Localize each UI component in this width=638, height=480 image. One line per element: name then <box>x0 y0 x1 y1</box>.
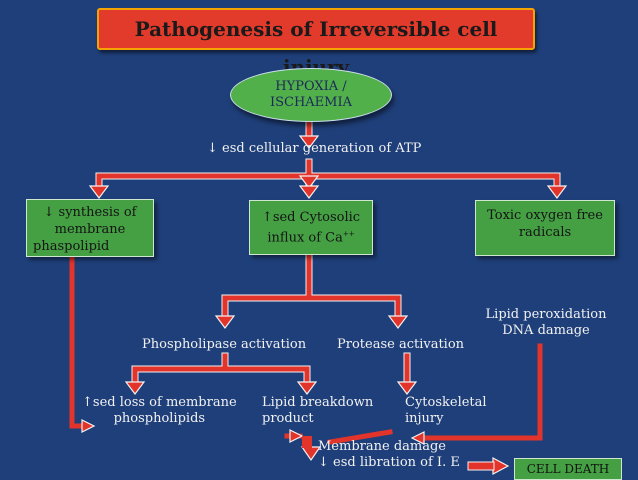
lipid-breakdown-line-2: product <box>262 411 314 426</box>
protease-activation-text: Protease activation <box>337 337 465 352</box>
oxygen-radicals-line-2: radicals <box>518 225 572 240</box>
page-title: Pathogenesis of Irreversible cell injury <box>97 8 535 79</box>
membrane-synthesis-line-3: phaspolipid <box>33 239 110 254</box>
membrane-loss-text: ↑sed loss of membrane phospholipids <box>82 395 237 427</box>
cytoskeletal-injury-line-1: Cytoskeletal <box>405 395 487 410</box>
atp-text: ↓ esd cellular generation of ATP <box>207 141 422 156</box>
hypoxia-line-1: HYPOXIA / <box>275 79 347 94</box>
lipid-peroxidation-text: Lipid peroxidation DNA damage <box>480 307 612 339</box>
membrane-synthesis-line-2: membrane <box>54 222 126 237</box>
calcium-influx-line-2: influx of Ca++ <box>250 226 372 246</box>
cytoskeletal-injury-line-2: injury <box>405 411 444 426</box>
membrane-damage-line-2: ↓ esd libration of I. E <box>318 455 460 470</box>
hypoxia-node: HYPOXIA / ISCHAEMIA <box>230 68 392 122</box>
calcium-influx-line-1: ↑sed Cytosolic <box>261 210 361 225</box>
membrane-loss-line-2: phospholipids <box>113 411 206 426</box>
cytoskeletal-injury-text: Cytoskeletal injury <box>405 395 487 427</box>
lipid-peroxidation-line-1: Lipid peroxidation <box>485 307 607 322</box>
membrane-damage-line-1: Membrane damage <box>318 439 446 454</box>
membrane-loss-line-1: ↑sed loss of membrane <box>82 395 237 410</box>
lipid-peroxidation-line-2: DNA damage <box>502 323 590 338</box>
membrane-synthesis-line-1: ↓ synthesis of <box>43 205 137 220</box>
oxygen-radicals-box: Toxic oxygen free radicals <box>475 200 615 256</box>
calcium-charge: ++ <box>342 230 355 238</box>
calcium-influx-box: ↑sed Cytosolic influx of Ca++ <box>249 200 373 255</box>
lipid-breakdown-line-1: Lipid breakdown <box>262 395 374 410</box>
oxygen-radicals-line-1: Toxic oxygen free <box>487 208 603 223</box>
calcium-influx-text: influx of Ca <box>267 230 343 246</box>
membrane-damage-text: Membrane damage ↓ esd libration of I. E <box>318 439 460 471</box>
membrane-synthesis-box: ↓ synthesis of membrane phaspolipid <box>26 199 154 257</box>
lipid-breakdown-text: Lipid breakdown product <box>262 395 373 427</box>
hypoxia-line-2: ISCHAEMIA <box>269 95 353 110</box>
cell-death-box: CELL DEATH <box>514 458 622 480</box>
phospholipase-activation-text: Phospholipase activation <box>142 337 307 352</box>
